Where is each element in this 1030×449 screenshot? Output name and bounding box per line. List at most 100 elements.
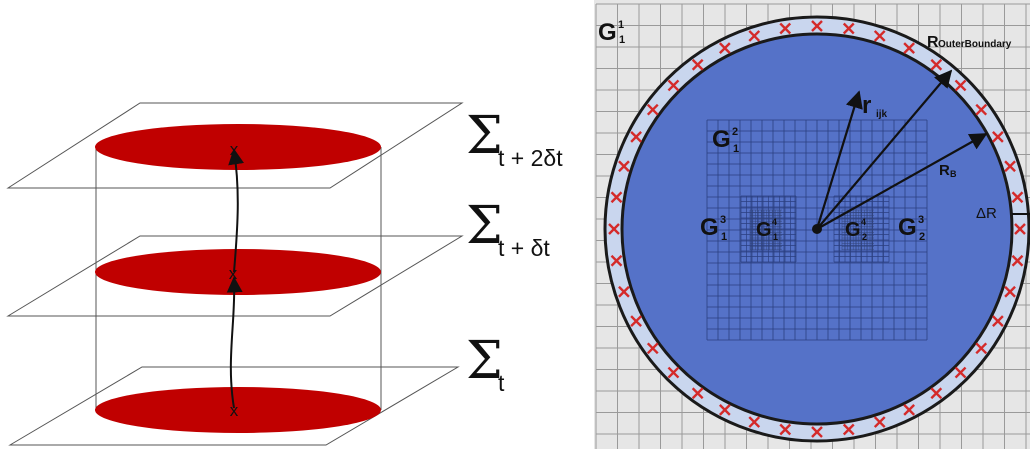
sigma-symbol: Σ	[466, 331, 503, 391]
cross-stroke	[811, 20, 823, 32]
hypersurface-disk	[95, 387, 381, 433]
cross-stroke	[646, 342, 659, 355]
worldline-point-middle: x	[229, 264, 238, 283]
boundary-cross	[975, 342, 988, 355]
hypersurface-plane	[8, 366, 460, 446]
boundary-cross	[1011, 191, 1024, 204]
boundary-crosses	[608, 20, 1026, 438]
radius-r-b	[816, 133, 988, 230]
boundary-cross	[667, 366, 680, 379]
g-sup: 4	[861, 217, 866, 227]
boundary-cross	[610, 191, 623, 204]
label-g-level4-right: G 4 2	[845, 217, 867, 242]
boundary-cross	[992, 130, 1004, 143]
g-sub: 2	[862, 232, 867, 242]
label-r-outer-boundary: R OuterBoundary	[927, 34, 1012, 51]
cross-stroke	[667, 79, 680, 92]
cross-stroke	[873, 30, 886, 42]
slice-t-plus-dt	[6, 235, 464, 317]
cross-stroke	[779, 22, 792, 35]
boundary-cross	[1004, 285, 1016, 298]
boundary-cross	[779, 423, 792, 436]
label-sigma-t-plus-dt: Σ t + δt	[466, 196, 550, 261]
cross-stroke	[975, 342, 988, 355]
cross-stroke	[903, 404, 916, 416]
boundary-cross	[779, 22, 792, 35]
g-sub: 1	[773, 232, 778, 242]
boundary-cross	[975, 103, 988, 116]
origin-point	[812, 224, 822, 234]
r-base: R	[939, 162, 950, 179]
sigma-symbol: Σ	[466, 106, 503, 166]
cross-stroke	[748, 416, 761, 428]
cross-stroke	[718, 404, 731, 416]
r-base: r	[862, 92, 871, 119]
g-sub: 1	[721, 231, 727, 243]
cross-stroke	[1011, 191, 1024, 204]
g-sup: 3	[918, 214, 924, 226]
cross-stroke	[954, 79, 967, 92]
label-g-level3-right: G 3 2	[898, 214, 925, 243]
boundary-cross	[748, 30, 761, 42]
label-sigma-t: Σ t	[466, 331, 505, 396]
boundary-cross	[1011, 254, 1024, 267]
cross-stroke	[954, 366, 967, 379]
cross-stroke	[618, 285, 630, 298]
worldline-segment-upper	[228, 148, 245, 273]
boundary-cross	[691, 387, 704, 400]
cross-stroke	[992, 315, 1004, 328]
g-sup: 3	[720, 214, 726, 226]
cross-stroke	[1004, 160, 1016, 173]
cross-stroke	[610, 254, 623, 267]
cross-stroke	[975, 103, 988, 116]
label-g-outer: G 1 1	[598, 19, 625, 46]
boundary-cross	[842, 22, 855, 35]
label-r-b: R B	[939, 162, 957, 179]
hypersurface-disk	[95, 249, 381, 295]
label-g-level2: G 2 1	[712, 126, 739, 155]
boundary-cross	[646, 103, 659, 116]
label-delta-r: ΔR	[976, 205, 997, 222]
boundary-cross	[610, 254, 623, 267]
g-base: G	[845, 219, 861, 241]
boundary-cross	[718, 42, 731, 54]
cross-stroke	[842, 423, 855, 436]
label-g-level4-left: G 4 1	[756, 217, 778, 242]
hypersurface-plane	[6, 235, 464, 317]
cross-stroke	[610, 191, 623, 204]
hypersurface-plane	[6, 102, 464, 189]
sigma-subscript: t	[498, 370, 505, 396]
sigma-subscript: t + δt	[498, 235, 550, 261]
boundary-cross	[630, 130, 642, 143]
sigma-subscript: t + 2δt	[498, 145, 563, 171]
hypersurface-disk	[95, 124, 381, 170]
label-g-level3-left: G 3 1	[700, 214, 727, 243]
cross-stroke	[630, 315, 642, 328]
boundary-cross	[842, 423, 855, 436]
boundary-cross	[903, 404, 916, 416]
worldline-point-bottom: x	[230, 401, 239, 420]
g-base: G	[598, 19, 617, 46]
cross-stroke	[873, 416, 886, 428]
cross-stroke	[1004, 285, 1016, 298]
label-sigma-t-plus-2dt: Σ t + 2δt	[466, 106, 563, 171]
boundary-cross	[811, 426, 823, 438]
cross-stroke	[842, 22, 855, 35]
r-base: R	[927, 34, 939, 51]
boundary-cross	[667, 79, 680, 92]
r-sub: B	[950, 169, 957, 179]
cross-stroke	[1011, 254, 1024, 267]
boundary-cross	[691, 58, 704, 71]
slice-t-plus-2dt	[6, 102, 464, 189]
boundary-cross	[873, 416, 886, 428]
boundary-cross	[873, 30, 886, 42]
boundary-cross	[608, 223, 620, 235]
boundary-cross	[718, 404, 731, 416]
cross-stroke	[630, 130, 642, 143]
cross-stroke	[811, 426, 823, 438]
worldline-segment-lower	[226, 276, 243, 409]
g-sup: 1	[618, 19, 624, 31]
label-r-ijk: r ijk	[862, 92, 888, 120]
cross-stroke	[718, 42, 731, 54]
g-sub: 1	[619, 34, 625, 46]
